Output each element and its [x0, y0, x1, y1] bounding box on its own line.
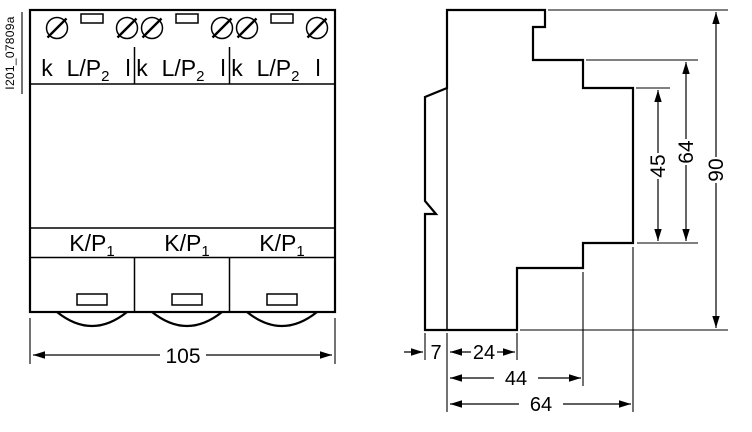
dimension-value: 7	[430, 342, 441, 364]
terminal-label-k: k	[231, 55, 243, 81]
terminal-label-lp-base: L/P	[162, 55, 197, 81]
terminal-label-kp1: K/P1	[164, 230, 209, 260]
side-view-profile	[423, 8, 635, 332]
terminal-label-k: k	[136, 55, 148, 81]
terminal-label-kp-base: K/P	[164, 230, 201, 256]
dimension-depth-24: 24	[450, 333, 518, 364]
terminal-label-lp2: L/P2	[162, 55, 205, 85]
side-view	[423, 8, 635, 332]
terminal-label-lp-sub: 2	[291, 68, 299, 85]
screw-slot	[141, 17, 163, 39]
screw-terminal-icon	[235, 16, 259, 40]
screw-head	[140, 16, 164, 40]
terminal-label-lp-sub: 2	[196, 68, 204, 85]
bottom-terminal-slot	[76, 293, 108, 306]
terminal-label-lp2: L/P2	[257, 55, 300, 85]
dimension-depth-7: 7	[404, 333, 448, 412]
dimension-value: 45	[647, 154, 670, 177]
top-terminal-slot	[80, 13, 104, 24]
terminal-label-l: l	[220, 55, 225, 81]
terminal-label-kp-base: K/P	[69, 230, 106, 256]
screw-slot	[116, 17, 138, 39]
screw-slot	[306, 17, 328, 39]
front-view: k L/P2 l k L/P2 l k L/P2 l K/P1 K/P1 K/P…	[28, 8, 337, 328]
terminal-label-lp-base: L/P	[257, 55, 292, 81]
terminal-label-kp-sub: 1	[106, 243, 114, 260]
terminal-label-lp-sub: 2	[101, 68, 109, 85]
dimension-value: 64	[675, 140, 698, 164]
screw-slot	[46, 17, 68, 39]
bottom-terminal-slot	[171, 293, 203, 306]
screw-head	[305, 16, 329, 40]
doc-code: I201_07809a	[3, 12, 23, 94]
bottom-cover-arc	[56, 311, 128, 328]
dimension-depth-44: 44	[450, 272, 584, 390]
dimension-width-105: 105	[29, 318, 336, 368]
screw-terminal-icon	[45, 16, 69, 40]
dimension-value: 24	[473, 342, 495, 364]
bottom-cover-arc	[151, 311, 223, 328]
terminal-label-lp-base: L/P	[67, 55, 102, 81]
doc-code-text: I201_07809a	[3, 16, 17, 89]
screw-terminal-icon	[115, 16, 139, 40]
top-terminal-slot	[175, 13, 199, 24]
screw-head	[210, 16, 234, 40]
screw-head	[45, 16, 69, 40]
front-view-body	[28, 8, 337, 314]
dimension-depth-64: 64	[450, 247, 634, 416]
screw-slot	[211, 17, 233, 39]
screw-head	[115, 16, 139, 40]
bottom-terminal-slot	[266, 293, 298, 306]
top-terminal-slot	[270, 13, 294, 24]
screw-terminal-icon	[210, 16, 234, 40]
terminal-label-k: k	[41, 55, 53, 81]
dimension-value: 90	[705, 158, 728, 181]
terminal-label-lp2: L/P2	[67, 55, 110, 85]
screw-terminal-icon	[305, 16, 329, 40]
dimension-height-64: 64	[586, 59, 698, 241]
screw-head	[235, 16, 259, 40]
terminal-label-kp-sub: 1	[296, 243, 304, 260]
dimension-height-90: 90	[520, 9, 728, 331]
terminal-label-l: l	[315, 55, 320, 81]
dimension-height-45: 45	[636, 87, 698, 244]
terminal-label-l: l	[125, 55, 130, 81]
dimension-value: 64	[530, 394, 552, 416]
terminal-label-kp1: K/P1	[259, 230, 304, 260]
terminal-label-kp-sub: 1	[201, 243, 209, 260]
terminal-label-kp1: K/P1	[69, 230, 114, 260]
dimension-value: 105	[165, 345, 200, 368]
terminal-label-kp-base: K/P	[259, 230, 296, 256]
screw-slot	[236, 17, 258, 39]
screw-terminal-icon	[140, 16, 164, 40]
dimension-value: 44	[505, 368, 527, 390]
bottom-cover-arc	[246, 311, 318, 328]
